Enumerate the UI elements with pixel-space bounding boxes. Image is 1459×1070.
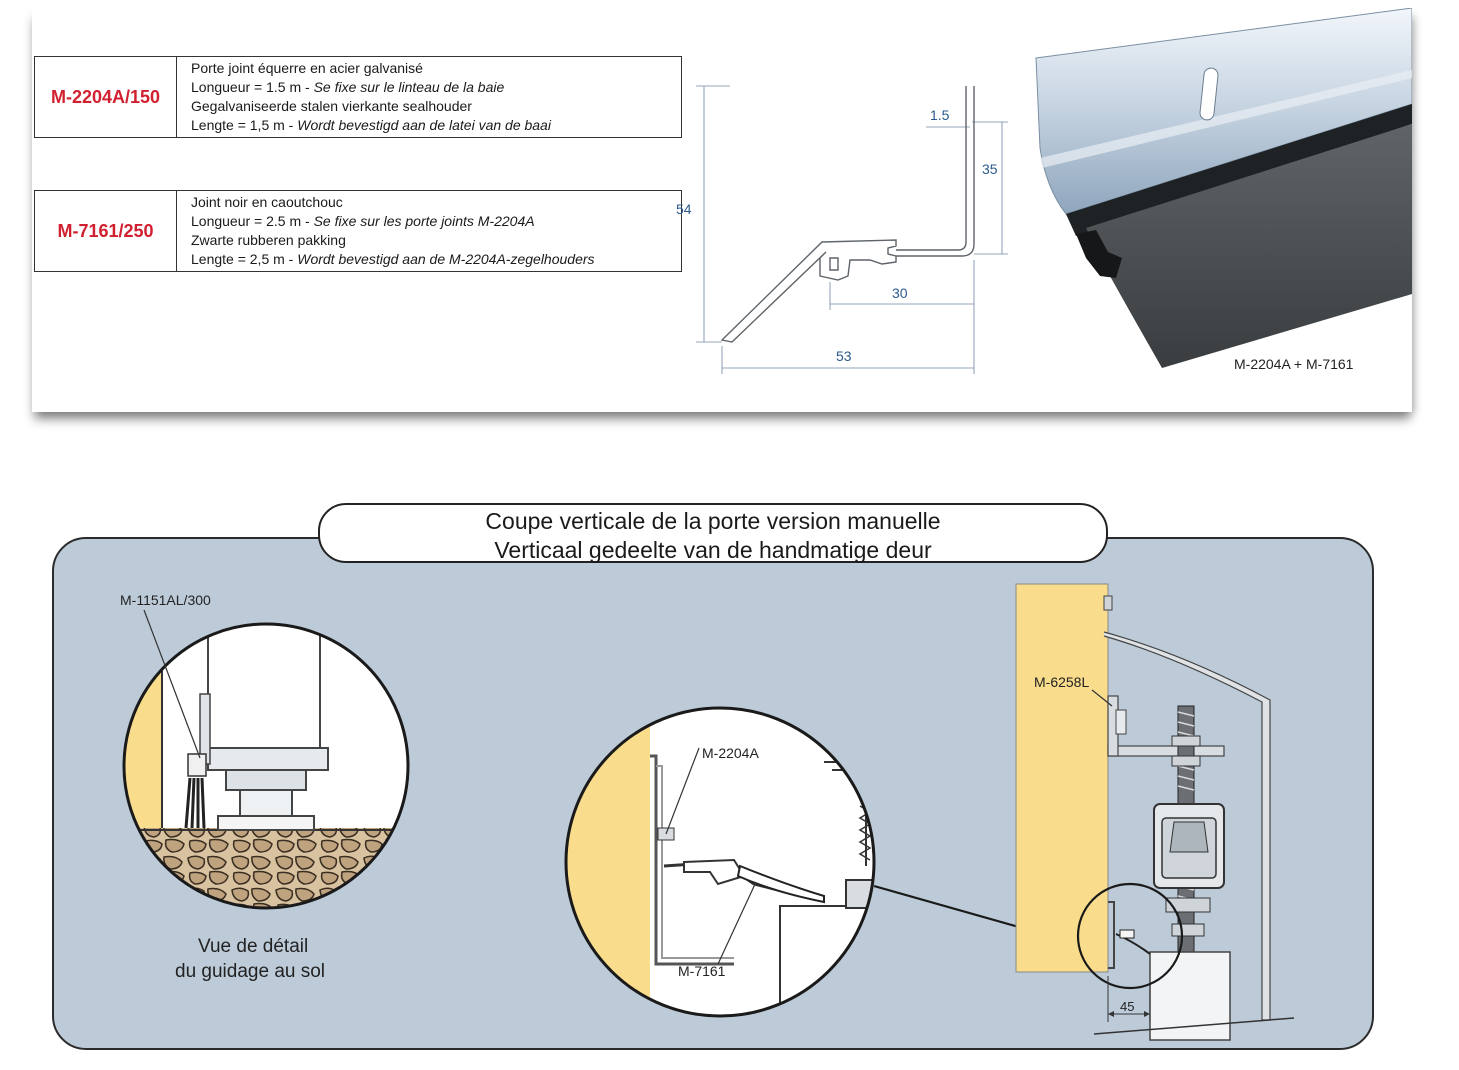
product-description: Joint noir en caoutchouc Longueur = 2.5 … [176, 190, 682, 272]
label-bracket: M-6258L [1034, 674, 1089, 690]
product-code: M-2204A/150 [34, 56, 177, 138]
profile-dimension-drawing: 54 1.5 35 30 53 [676, 85, 1008, 374]
label-seal: M-7161 [678, 963, 726, 979]
section-title-fr: Coupe verticale de la porte version manu… [485, 508, 941, 534]
product-code: M-7161/250 [34, 190, 177, 272]
product-description: Porte joint équerre en acier galvanisé L… [176, 56, 682, 138]
leader-line [717, 881, 757, 965]
door-section-view [1015, 583, 1295, 1041]
leader-line [1091, 689, 1113, 707]
leader-line [665, 747, 700, 835]
desc-line-2: Longueur = 1.5 m - Se fixe sur le lintea… [191, 78, 505, 95]
floor-guide-detail [124, 624, 408, 908]
section-title: Coupe verticale de la porte version manu… [318, 503, 1108, 563]
detail-caption-line-2: du guidage au sol [175, 961, 325, 982]
label-floor-guide: M-1151AL/300 [120, 592, 211, 608]
dim-30-label: 30 [892, 285, 908, 301]
detail-circle-seal [564, 706, 876, 1018]
section-drawing: M-1151AL/300 Vue de détail du guidage au… [120, 583, 1295, 1041]
label-seal-holder: M-2204A [702, 745, 759, 761]
detail-caption-line-1: Vue de détail [198, 936, 308, 957]
desc-line-1: Porte joint équerre en acier galvanisé [191, 59, 423, 76]
product-photo-seal-assembly: M-2204A + M-7161 [1035, 8, 1412, 372]
dim-1-5-label: 1.5 [930, 107, 950, 123]
product-table-m2204a: M-2204A/150 Porte joint équerre en acier… [34, 56, 682, 138]
product-table-m7161: M-7161/250 Joint noir en caoutchouc Long… [34, 190, 682, 272]
desc-line-4: Lengte = 2,5 m - Wordt bevestigd aan de … [191, 250, 595, 267]
dim-35-label: 35 [982, 161, 998, 177]
dim-54-label: 54 [676, 201, 692, 217]
dim-53-label: 53 [836, 348, 852, 364]
desc-line-3: Gegalvaniseerde stalen vierkante sealhou… [191, 97, 472, 114]
desc-line-1: Joint noir en caoutchouc [191, 193, 343, 210]
desc-line-4: Lengte = 1,5 m - Wordt bevestigd aan de … [191, 116, 551, 133]
section-title-nl: Verticaal gedeelte van de handmatige deu… [494, 537, 932, 563]
detail-circle-floor-guide [122, 622, 410, 910]
dim-gap-label: 45 [1120, 999, 1134, 1014]
desc-line-3: Zwarte rubberen pakking [191, 231, 346, 248]
seal-detail [566, 708, 874, 1016]
leader-line [143, 609, 201, 759]
photo-caption: M-2204A + M-7161 [1234, 356, 1354, 372]
desc-line-2: Longueur = 2.5 m - Se fixe sur les porte… [191, 212, 535, 229]
